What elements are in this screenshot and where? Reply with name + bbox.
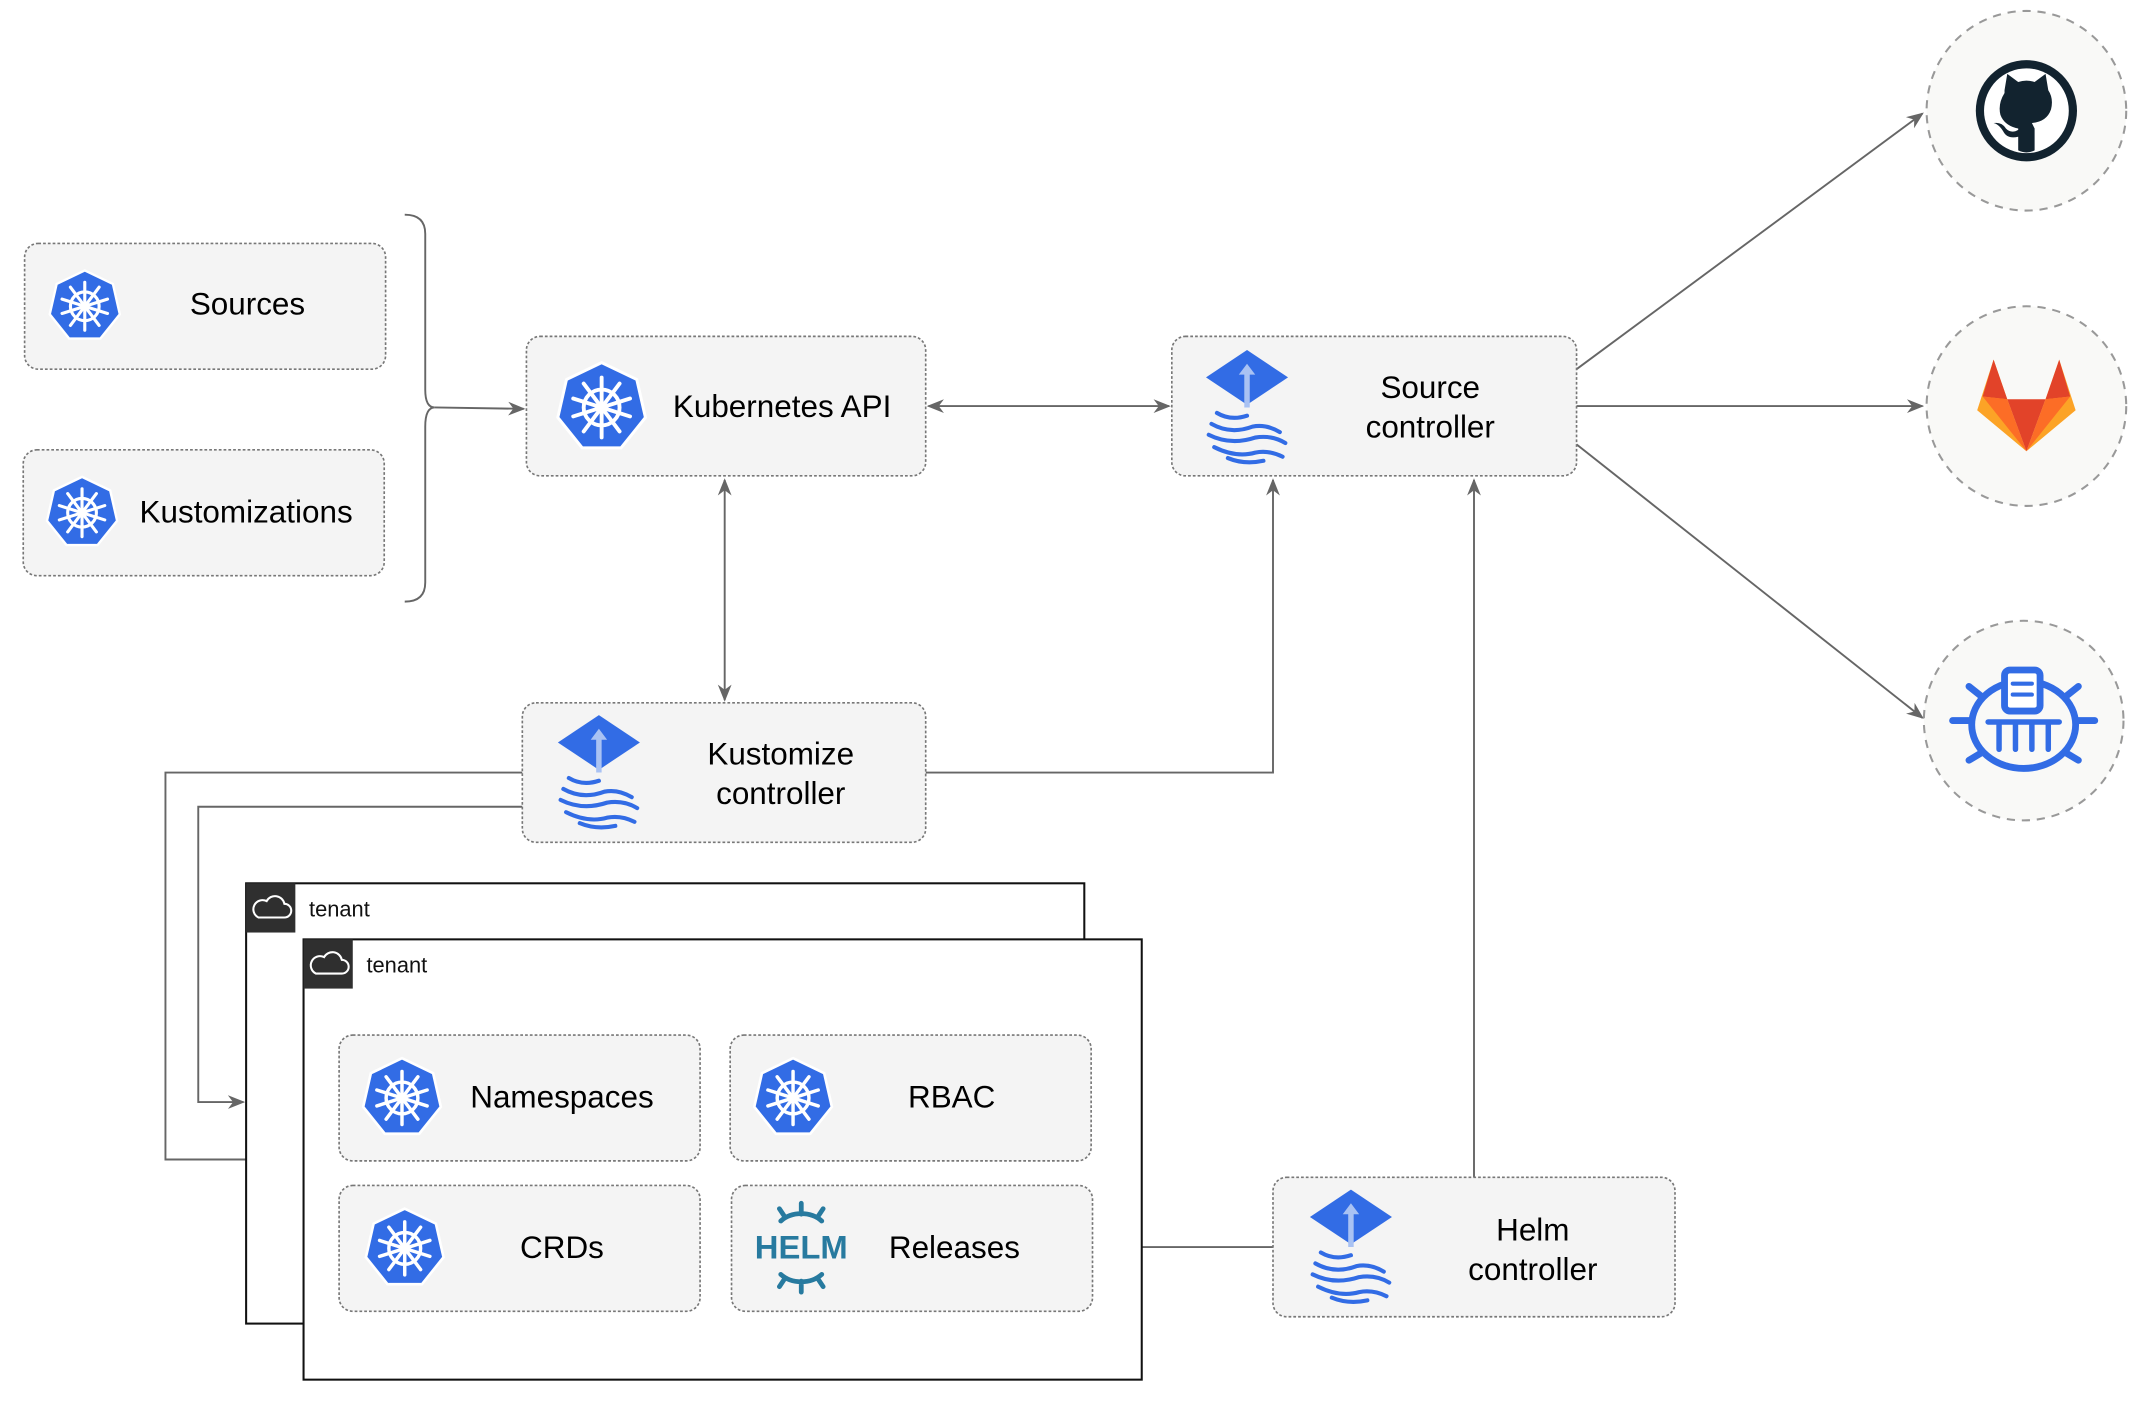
helm-logo-text: HELM [755,1228,848,1265]
external-gitlab[interactable] [1925,305,2128,507]
node-namespaces[interactable]: Namespaces [338,1034,701,1162]
namespaces-label: Namespaces [470,1080,653,1115]
edge-source-to-github [1575,112,1924,370]
external-helm-repository[interactable] [1922,619,2125,822]
gitlab-icon [1977,359,2076,452]
helm-repository-icon [1949,666,2099,772]
node-kubernetes-api[interactable]: Kubernetes API [525,335,927,477]
external-github[interactable] [1925,9,2128,212]
node-releases[interactable]: HELM Releases [730,1184,1094,1313]
sources-brace [404,213,435,603]
tenant-front[interactable]: tenant Namespaces RBAC CRDs HELM Release… [302,938,1143,1381]
kubernetes-api-label: Kubernetes API [673,389,891,424]
tenant-label: tenant [309,896,370,921]
node-kustomizations[interactable]: Kustomizations [22,449,386,577]
helm-controller-label-2: controller [1468,1252,1597,1287]
edge-resources-to-api [434,401,526,416]
sources-label: Sources [190,287,305,322]
node-crds[interactable]: CRDs [338,1184,701,1313]
edge-kustomize-to-tenant-back [197,805,523,1109]
crds-label: CRDs [520,1230,604,1265]
edge-source-to-helm-repo [1575,443,1924,719]
kustomizations-label: Kustomizations [140,494,353,529]
node-sources[interactable]: Sources [23,242,387,371]
node-helm-controller[interactable]: Helm controller [1272,1176,1676,1318]
kustomize-controller-label-2: controller [716,776,845,811]
cloud-icon [309,951,350,975]
helm-icon: HELM [755,1200,848,1295]
node-source-controller[interactable]: Source controller [1170,335,1578,477]
kustomize-controller-label-1: Kustomize [707,736,854,771]
source-controller-label-2: controller [1366,410,1495,445]
source-controller-label-1: Source [1380,370,1480,405]
node-kustomize-controller[interactable]: Kustomize controller [521,701,927,844]
helm-controller-label-1: Helm [1496,1212,1569,1247]
node-rbac[interactable]: RBAC [729,1034,1092,1162]
github-icon [1975,60,2077,162]
edge-kustomize-to-tenant-front [164,771,523,1167]
tenant-label: tenant [366,952,427,977]
releases-label: Releases [889,1230,1020,1265]
rbac-label: RBAC [908,1080,995,1115]
cloud-icon [252,895,293,919]
edge-kustomize-to-source [925,478,1280,774]
